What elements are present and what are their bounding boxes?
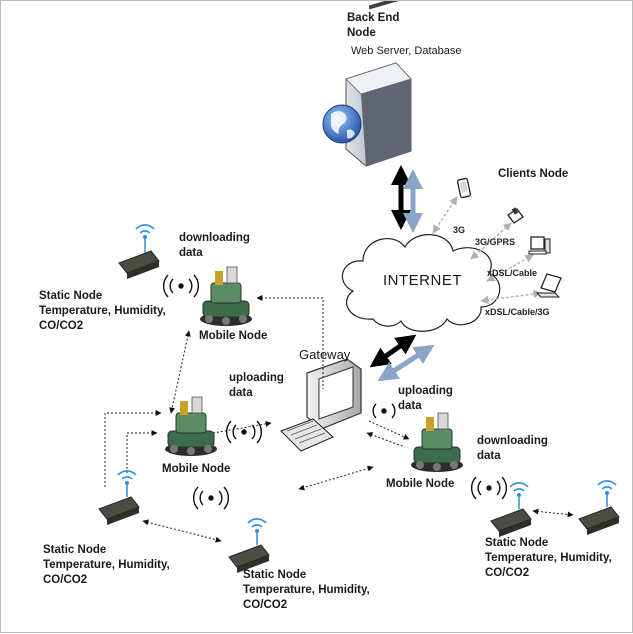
internet-label: INTERNET bbox=[383, 272, 462, 289]
signal-icon-1 bbox=[162, 274, 200, 298]
gateway-label: Gateway bbox=[299, 347, 351, 362]
static-sensor-icon-4 bbox=[490, 482, 532, 537]
static-line1: Static Node bbox=[485, 537, 549, 549]
link-xdsl-cable-label: xDSL/Cable bbox=[487, 268, 538, 278]
static-line3: CO/CO2 bbox=[43, 574, 88, 586]
downloading-line2: data bbox=[179, 247, 203, 259]
signal-icon-4 bbox=[372, 403, 396, 419]
mobile-phone-icon bbox=[507, 207, 524, 224]
backend-title: Back End Node bbox=[347, 11, 399, 41]
signal-icon-5 bbox=[470, 476, 508, 500]
signal-icon-2 bbox=[225, 420, 263, 444]
uploading-line2: data bbox=[398, 400, 422, 412]
phone-icon bbox=[456, 177, 472, 199]
uploading-line2: data bbox=[229, 387, 253, 399]
uploading-label-middle: uploading data bbox=[229, 371, 284, 401]
static-line2: Temperature, Humidity, bbox=[39, 305, 166, 317]
link-xdsl-cable-3g-label: xDSL/Cable/3G bbox=[485, 307, 550, 317]
backend-internet-link bbox=[391, 165, 423, 233]
static-line2: Temperature, Humidity, bbox=[243, 584, 370, 596]
static-line3: CO/CO2 bbox=[485, 567, 530, 579]
downloading-line1: downloading bbox=[477, 435, 548, 447]
mobile-node-robot-icon-2 bbox=[165, 396, 217, 456]
static-line1: Static Node bbox=[43, 544, 107, 556]
static-node-label-4: Static Node Temperature, Humidity, CO/CO… bbox=[485, 536, 612, 581]
downloading-line1: downloading bbox=[179, 232, 250, 244]
dotted-links bbox=[104, 295, 574, 543]
client-links bbox=[432, 196, 542, 305]
clients-node-label: Clients Node bbox=[498, 168, 569, 180]
downloading-label-right: downloading data bbox=[477, 434, 548, 464]
link-3g-gprs-label: 3G/GPRS bbox=[475, 237, 516, 247]
static-line1: Static Node bbox=[243, 569, 307, 581]
static-node-label-1: Static Node Temperature, Humidity, CO/CO… bbox=[39, 289, 166, 334]
static-line3: CO/CO2 bbox=[243, 599, 288, 611]
mobile-node-robot-icon-1 bbox=[200, 266, 252, 326]
gateway-computer-icon bbox=[280, 358, 362, 452]
static-line3: CO/CO2 bbox=[39, 320, 84, 332]
uploading-label-right: uploading data bbox=[398, 384, 453, 414]
downloading-line2: data bbox=[477, 450, 501, 462]
static-sensor-icon-1 bbox=[118, 224, 160, 279]
downloading-label-top: downloading data bbox=[179, 231, 250, 261]
mobile-node-label-1: Mobile Node bbox=[199, 330, 268, 342]
backend-subtitle: Web Server, Database bbox=[351, 45, 462, 57]
laptop-icon bbox=[535, 273, 562, 298]
static-sensor-icon-2 bbox=[98, 470, 140, 525]
gateway-internet-link bbox=[369, 334, 435, 382]
mobile-node-robot-icon-3 bbox=[411, 412, 463, 472]
static-line1: Static Node bbox=[39, 290, 103, 302]
uploading-line1: uploading bbox=[229, 372, 284, 384]
static-node-label-3: Static Node Temperature, Humidity, CO/CO… bbox=[243, 568, 370, 613]
signal-icon-3 bbox=[192, 486, 230, 510]
static-line2: Temperature, Humidity, bbox=[43, 559, 170, 571]
uploading-line1: uploading bbox=[398, 385, 453, 397]
desktop-computer-icon bbox=[528, 236, 551, 255]
backend-server-icon bbox=[322, 1, 412, 167]
mobile-node-label-3: Mobile Node bbox=[386, 478, 455, 490]
backend-title-line1: Back End bbox=[347, 12, 400, 24]
static-sensor-icon-3 bbox=[228, 518, 270, 573]
static-sensor-icon-5 bbox=[578, 480, 620, 535]
static-line2: Temperature, Humidity, bbox=[485, 552, 612, 564]
mobile-node-label-2: Mobile Node bbox=[162, 463, 231, 475]
link-3g-label: 3G bbox=[453, 225, 466, 235]
static-node-label-2: Static Node Temperature, Humidity, CO/CO… bbox=[43, 543, 170, 588]
backend-title-line2: Node bbox=[347, 27, 376, 39]
